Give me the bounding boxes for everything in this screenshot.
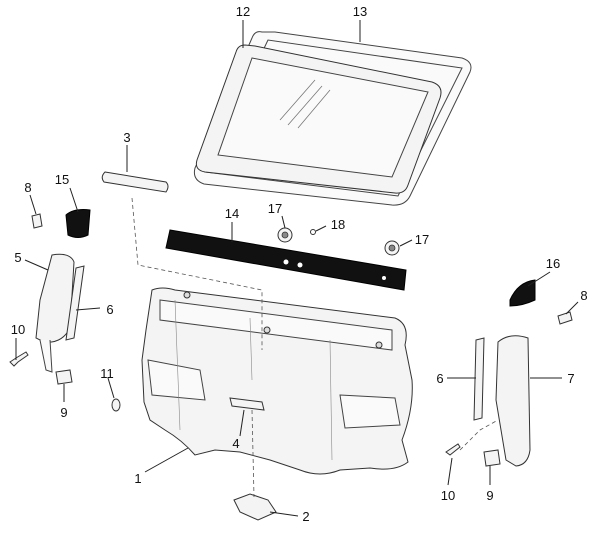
- pillar-trim-part-7: [495, 335, 531, 467]
- rear-body-panel-part-1: [141, 287, 413, 475]
- trim-strip-part-3: [101, 171, 169, 193]
- callout-labels: 12 13 3 14 15 16 8 8 5 6 6 7 10 9 10 9 1…: [11, 4, 588, 524]
- alignment-lines: [131, 197, 499, 498]
- callout-15: 15: [55, 172, 69, 187]
- callout-9-right: 9: [486, 488, 493, 503]
- callout-8-left: 8: [24, 180, 31, 195]
- callout-17-right: 17: [415, 232, 429, 247]
- leader-lines: [15, 20, 579, 517]
- seal-strip-part-6-left: [65, 265, 85, 341]
- pin-part-18: [310, 229, 316, 235]
- dark-panel-part-15: [65, 209, 91, 238]
- lower-bracket-part-2: [233, 493, 277, 521]
- callout-18: 18: [331, 217, 345, 232]
- nut-part-17-right: [384, 240, 400, 256]
- callout-4: 4: [232, 436, 239, 451]
- clip-part-8-left: [31, 213, 43, 229]
- callout-8-right: 8: [580, 288, 587, 303]
- callout-1: 1: [134, 471, 141, 486]
- grommet-part-11: [111, 398, 121, 412]
- bracket-part-4: [229, 397, 265, 411]
- nut-part-17-top: [277, 227, 293, 243]
- clip-part-8-right: [557, 311, 573, 325]
- callout-6-left: 6: [106, 302, 113, 317]
- callout-12: 12: [236, 4, 250, 19]
- callout-3: 3: [123, 130, 130, 145]
- callout-5: 5: [14, 250, 21, 265]
- callout-17-top: 17: [268, 201, 282, 216]
- callout-7: 7: [567, 371, 574, 386]
- callout-14: 14: [225, 206, 239, 221]
- callout-13: 13: [353, 4, 367, 19]
- callout-10-right: 10: [441, 488, 455, 503]
- rear-window-glass-part-12: [195, 44, 442, 194]
- black-strip-part-14: [165, 229, 407, 291]
- clip-part-9-right: [483, 449, 501, 467]
- screw-part-10-right: [445, 443, 461, 456]
- callout-10-left: 10: [11, 322, 25, 337]
- dark-panel-part-16: [509, 279, 536, 307]
- callout-9-left: 9: [60, 405, 67, 420]
- pillar-trim-part-5: [35, 253, 75, 373]
- seal-strip-part-6-right: [473, 337, 485, 421]
- callout-2: 2: [302, 509, 309, 524]
- clip-part-9-left: [55, 369, 73, 385]
- callout-6-right: 6: [436, 371, 443, 386]
- callout-11: 11: [100, 366, 114, 381]
- screw-part-10-left: [9, 351, 29, 367]
- callout-16: 16: [546, 256, 560, 271]
